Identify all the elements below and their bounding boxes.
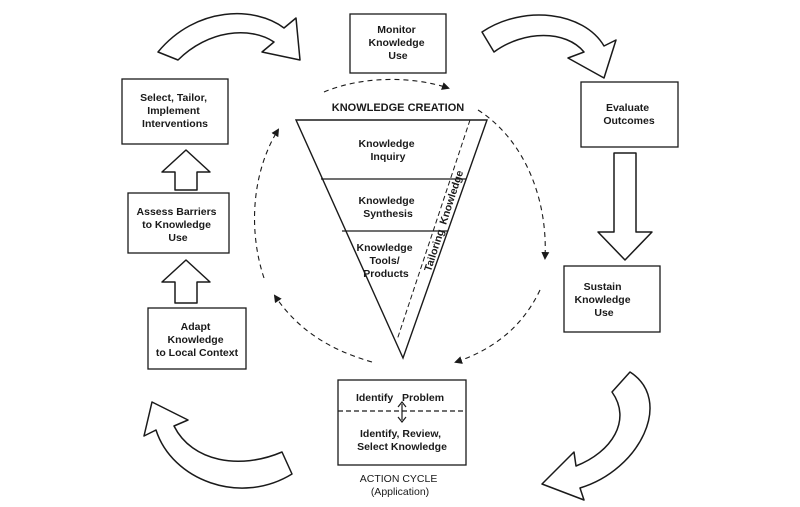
monitor-line-2: Knowledge [369,37,425,49]
adapt-line-2: Knowledge [168,334,224,346]
double-arrow-icon [397,401,407,423]
knowledge-tools-line-2: Tools/ [369,255,399,267]
knowledge-synthesis-line-1: Knowledge [359,195,415,207]
review-line-1: Identify, Review, [360,428,441,440]
monitor-knowledge-use-box: Monitor Knowledge Use [349,13,447,74]
knowledge-inquiry-label: Knowledge Inquiry [359,138,418,163]
assess-barriers-box: Assess Barriers to Knowledge Use [127,192,230,254]
select-line-1: Select, Tailor, [140,92,207,104]
block-arrow-assess-to-select [161,149,211,191]
dashed-arrow-right [477,109,550,260]
knowledge-synthesis-label: Knowledge Synthesis [359,195,418,220]
knowledge-inquiry-line-2: Inquiry [370,151,405,163]
adapt-line-3: to Local Context [156,347,239,359]
svg-text:Monitor Knowledge: Monitor Knowledge Use [369,24,428,62]
curved-arrow-top-left [157,12,301,61]
select-line-2: Implement [147,105,200,117]
sustain-knowledge-use-box: Sustain Knowledge Use [563,265,661,333]
block-arrow-adapt-to-assess [161,259,211,304]
evaluate-line-1: Evaluate [606,102,649,114]
sustain-line-2: Knowledge [575,294,631,306]
knowledge-tools-line-3: Products [363,268,409,280]
identify-problem-box: Identify Problem Identify, Review, Selec… [337,379,467,466]
dashed-arrow-top [323,78,450,93]
evaluate-outcomes-box: Evaluate Outcomes [580,81,679,148]
svg-text:Assess Barriers to Knowl: Assess Barriers to Knowledge Use [137,206,220,244]
dashed-arrow-bottom-left [273,294,373,363]
svg-text:Sustain Knowledge: Sustain Knowledge Use [575,281,634,319]
tailoring-line [396,119,471,341]
knowledge-inquiry-line-1: Knowledge [359,138,415,150]
block-arrow-evaluate-to-sustain [597,152,653,261]
sustain-line-1: Sustain [584,281,622,293]
sustain-line-3: Use [594,307,613,319]
action-cycle-line-1: ACTION CYCLE [360,473,438,485]
assess-line-3: Use [168,232,187,244]
review-line-2: Select Knowledge [357,441,447,453]
monitor-line-3: Use [388,50,407,62]
select-tailor-implement-box: Select, Tailor, Implement Interventions [121,78,229,145]
svg-text:Identify, Review, Select: Identify, Review, Select Knowledge [357,428,447,453]
curved-arrow-top-right [481,14,617,79]
evaluate-line-2: Outcomes [603,115,655,127]
action-cycle-line-2: (Application) [371,486,429,498]
adapt-knowledge-box: Adapt Knowledge to Local Context [147,307,247,370]
funnel-title: KNOWLEDGE CREATION [332,102,464,114]
knowledge-tools-label: Knowledge Tools/ Products [357,242,416,280]
assess-line-1: Assess Barriers [137,206,217,218]
assess-line-2: to Knowledge [142,219,211,231]
svg-text:Evaluate Outcomes: Evaluate Outcomes [603,102,655,127]
adapt-line-1: Adapt [181,321,211,333]
identify-problem-label: Identify Problem [356,392,444,404]
action-cycle-label: ACTION CYCLE (Application) [360,473,441,498]
knowledge-synthesis-line-2: Synthesis [363,208,413,220]
dashed-arrow-bottom-right [454,289,541,364]
knowledge-tools-line-1: Knowledge [357,242,413,254]
dashed-arrow-left [253,128,280,279]
curved-arrow-bottom-right [541,371,651,501]
svg-text:Select, Tailor, Implemen: Select, Tailor, Implement Interventions [140,92,210,130]
svg-text:Adapt Knowledge to: Adapt Knowledge to Local Context [156,321,239,359]
monitor-line-1: Monitor [377,24,416,36]
curved-arrow-bottom-left [143,401,293,489]
select-line-3: Interventions [142,118,208,130]
